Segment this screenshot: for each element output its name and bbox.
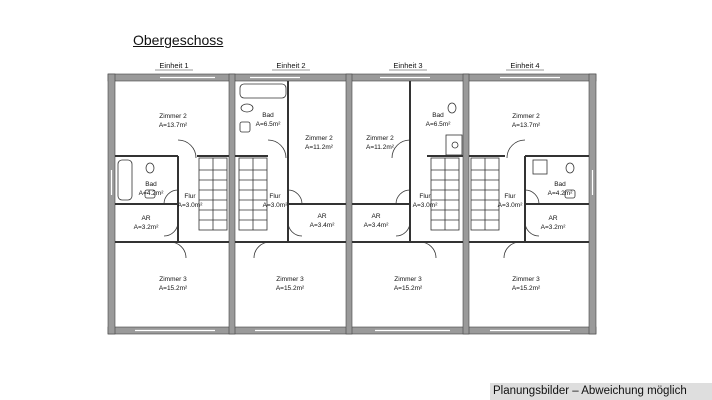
room-name: Zimmer 3 <box>276 276 304 283</box>
room-name: Zimmer 2 <box>512 113 540 120</box>
unit-label: Einheit 4 <box>510 61 539 70</box>
room-area: A=15.2m² <box>394 285 423 292</box>
room-name: AR <box>141 215 150 222</box>
room-area: A=11.2m² <box>305 144 334 151</box>
room-name: AR <box>371 213 380 220</box>
unit-label: Einheit 2 <box>276 61 305 70</box>
room-area: A=3.0m² <box>178 202 204 209</box>
room-name: Zimmer 3 <box>394 276 422 283</box>
room-area: A=13.7m² <box>159 122 188 129</box>
room-area: A=11.2m² <box>366 144 395 151</box>
room-area: A=13.7m² <box>512 122 541 129</box>
room-area: A=3.0m² <box>413 202 439 209</box>
room-name: Zimmer 3 <box>512 276 540 283</box>
page-title: Obergeschoss <box>133 32 224 48</box>
room-name: Flur <box>269 193 281 200</box>
room-name: Bad <box>262 112 274 119</box>
room-area: A=4.2m² <box>548 190 574 197</box>
room-area: A=6.5m² <box>256 121 282 128</box>
room-area: A=15.2m² <box>159 285 188 292</box>
room-area: A=3.4m² <box>310 222 336 229</box>
room-area: A=6.5m² <box>426 121 452 128</box>
interior-walls <box>115 81 589 243</box>
room-name: Zimmer 2 <box>366 135 394 142</box>
room-name: AR <box>548 215 557 222</box>
staircases <box>198 157 500 231</box>
bathroom-fixtures <box>117 83 576 201</box>
room-name: Flur <box>504 193 516 200</box>
room-name: Flur <box>184 193 196 200</box>
room-name: Bad <box>145 181 157 188</box>
doors <box>163 139 540 259</box>
room-area: A=3.2m² <box>541 224 567 231</box>
room-name: Flur <box>419 193 431 200</box>
room-area: A=3.0m² <box>263 202 289 209</box>
room-name: Zimmer 2 <box>159 113 187 120</box>
windows <box>110 76 594 332</box>
unit-label: Einheit 1 <box>159 61 188 70</box>
room-area: A=15.2m² <box>276 285 305 292</box>
room-name: Bad <box>554 181 566 188</box>
disclaimer-banner: Planungsbilder – Abweichung möglich <box>490 383 712 400</box>
unit-label: Einheit 3 <box>393 61 422 70</box>
room-labels: Zimmer 2 A=13.7m² Bad A=4.2m² Flur A=3.0… <box>134 112 574 292</box>
room-name: AR <box>317 213 326 220</box>
room-area: A=4.2m² <box>139 190 165 197</box>
room-area: A=15.2m² <box>512 285 541 292</box>
room-area: A=3.0m² <box>498 202 524 209</box>
room-name: Zimmer 3 <box>159 276 187 283</box>
room-area: A=3.4m² <box>364 222 390 229</box>
room-name: Zimmer 2 <box>305 135 333 142</box>
room-area: A=3.2m² <box>134 224 160 231</box>
unit-labels: Einheit 1 Einheit 2 Einheit 3 Einheit 4 <box>159 61 539 70</box>
room-name: Bad <box>432 112 444 119</box>
